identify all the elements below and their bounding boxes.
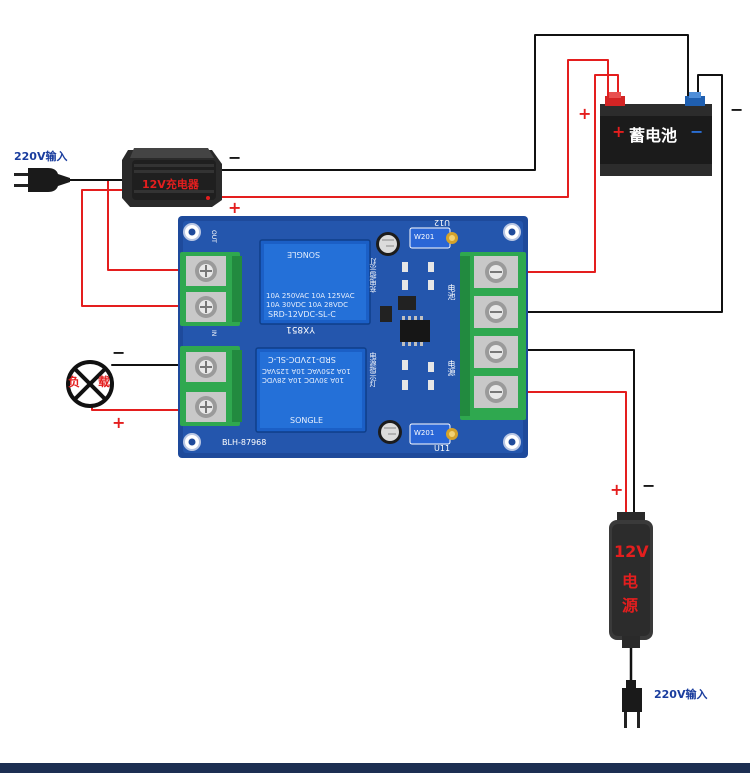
relay-bottom [255, 347, 367, 433]
wire-battery-minus-to-board [524, 74, 723, 313]
wire-board-supply-plus [524, 391, 627, 521]
relay-bottom-rating2: 10A 30VDC 10A 28VDC [262, 376, 345, 384]
wire-charger-minus-to-battery [217, 34, 689, 171]
psu-label-line2: 电 [622, 572, 639, 591]
potentiometer-bottom [409, 423, 458, 445]
potentiometer-top [409, 227, 458, 249]
relay-top-model: SRD-12VDC-SL-C [268, 310, 336, 319]
relay-top-rating2: 10A 30VDC 10A 28VDC [266, 301, 349, 309]
diode [380, 306, 392, 322]
battery-wire-minus-sign: − [730, 100, 744, 119]
charger-minus-sign: − [228, 148, 242, 167]
transistor [398, 296, 416, 310]
relay-bottom-rating: 10A 250VAC 10A 125VAC [262, 367, 351, 375]
in-label: IN [210, 330, 217, 337]
battery-terminal-label: 电池 [447, 284, 456, 300]
charger-label: 12V充电器 [142, 178, 199, 191]
ac-plug-bottom-icon [622, 680, 642, 728]
power-supply-icon [609, 512, 653, 648]
terminal-block-right [460, 252, 526, 420]
load-label-left: 负 [68, 375, 81, 389]
psu-minus-sign: − [642, 476, 656, 495]
out-label: OUT [210, 230, 217, 243]
terminal-block-left-bottom [180, 346, 242, 426]
ac-input-top-label: 220V输入 [14, 150, 68, 163]
footer-bar [0, 763, 750, 773]
load-plus-sign: + [112, 413, 126, 432]
battery-wire-plus-sign: + [578, 104, 592, 123]
relay-top [259, 239, 371, 325]
ic-top-label: U12 [434, 218, 451, 227]
wire-battery-plus-to-board [524, 74, 619, 273]
ic-bottom-label: U11 [434, 444, 451, 453]
charger-plus-sign: + [228, 198, 242, 217]
battery-icon [600, 92, 712, 176]
power-indicator-label: 电源指示灯 [369, 352, 377, 387]
battery-minus-sign: − [690, 122, 704, 141]
charge-indicator-label: 充电指示灯 [369, 258, 377, 293]
wire-board-supply-minus [524, 349, 635, 521]
psu-plus-sign: + [610, 480, 624, 499]
pot-top-label: W201 [414, 233, 435, 241]
pot-bottom-label: W201 [414, 429, 435, 437]
load-minus-sign: − [112, 343, 126, 362]
relay-top-brand: SONGLE [287, 250, 321, 259]
board-serial: BLH-87968 [222, 438, 267, 447]
psu-label-line3: 源 [622, 596, 639, 615]
smd-components [402, 262, 434, 390]
relay-bottom-model: SRD-12VDC-SL-C [268, 355, 336, 364]
load-label-right: 载 [98, 375, 111, 389]
relay-top-rating: 10A 250VAC 10A 125VAC [266, 292, 355, 300]
ic-chip [400, 316, 430, 346]
charger-icon [122, 148, 222, 207]
supply-terminal-label: 电源 [447, 360, 456, 376]
wire-load-plus [91, 401, 183, 411]
relay-board [178, 216, 528, 458]
ac-input-bottom-label: 220V输入 [654, 688, 708, 701]
relay-bottom-brand: SONGLE [290, 416, 324, 425]
board-model: YX851 [286, 324, 315, 334]
wire-charger-plus-to-battery [217, 59, 609, 198]
load-icon [66, 360, 114, 408]
capacitor-bottom [378, 420, 402, 444]
ac-plug-top-icon [14, 168, 70, 192]
terminal-block-left-top [180, 252, 242, 326]
battery-plus-sign: + [612, 122, 626, 141]
psu-label-12v: 12V [614, 542, 649, 561]
capacitor-top [376, 232, 400, 256]
wire-charger-to-board-in [81, 189, 183, 307]
battery-label: 蓄电池 [629, 126, 678, 145]
